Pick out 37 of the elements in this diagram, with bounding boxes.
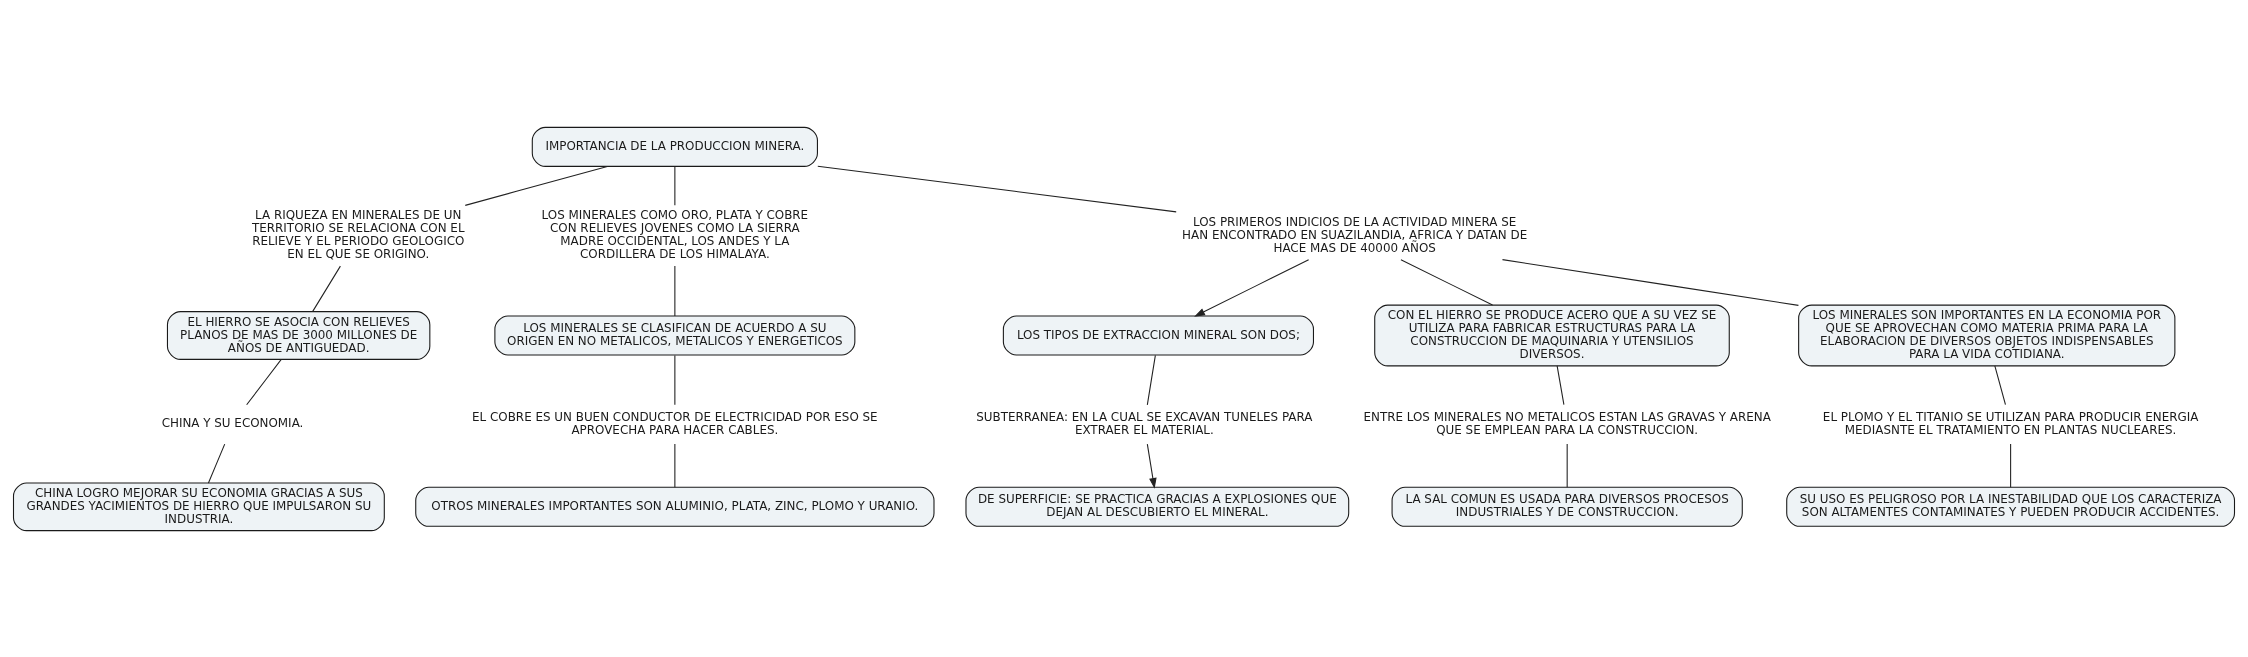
node-box: LA SAL COMUN ES USADA PARA DIVERSOS PROCESOS INDUSTRIALES Y DE CONSTRUCCION. xyxy=(1391,486,1743,527)
node-text: ENTRE LOS MINERALES NO METALICOS ESTAN LAS GRAVAS Y ARENA QUE SE EMPLEAN PARA LA CONSTRUCCION. xyxy=(1363,409,1771,437)
node-box: DE SUPERFICIE: SE PRACTICA GRACIAS A EXPLOSIONES QUE DEJAN AL DESCUBIERTO EL MINERAL. xyxy=(965,486,1350,527)
connector xyxy=(1566,443,1568,488)
connector xyxy=(1994,364,2006,405)
connector xyxy=(674,165,676,206)
connector xyxy=(674,265,676,316)
node-text: LA RIQUEZA EN MINERALES DE UN TERRITORIO SE RELACIONA CON EL RELIEVE Y EL PERIODO GEOLOGICO EN EL QUE SE ORIGINO. xyxy=(252,207,465,261)
node-text: LOS MINERALES COMO ORO, PLATA Y COBRE CON RELIEVES JOVENES COMO LA SIERRA MADRE OCCIDENTAL, LOS ANDES Y LA CORDILLERA DE LOS HIMALAYA. xyxy=(541,207,809,261)
connector xyxy=(207,443,226,483)
node-text: SUBTERRANEA: EN LA CUAL SE EXCAVAN TUNELES PARA EXTRAER EL MATERIAL. xyxy=(976,409,1313,437)
node-box: SU USO ES PELIGROSO POR LA INESTABILIDAD QUE LOS CARACTERIZA SON ALTAMENTES CONTAMINATES Y PUEDEN PRODUCIR ACCIDENTES. xyxy=(1786,486,2236,527)
connector xyxy=(1501,258,1799,306)
node-box: CHINA LOGRO MEJORAR SU ECONOMIA GRACIAS A SUS GRANDES YACIMIENTOS DE HIERRO QUE IMPULSARON SU INDUSTRIA. xyxy=(12,481,385,531)
node-box: OTROS MINERALES IMPORTANTES SON ALUMINIO, PLATA, ZINC, PLOMO Y URANIO. xyxy=(415,486,935,527)
node-text: LOS PRIMEROS INDICIOS DE LA ACTIVIDAD MINERA SE HAN ENCONTRADO EN SUAZILANDIA, AFRICA Y DATAN DE HACE MAS DE 40000 AÑOS xyxy=(1182,214,1528,255)
node-box: LOS MINERALES SE CLASIFICAN DE ACUERDO A SU ORIGEN EN NO METALICOS, METALICOS Y ENERGETICOS xyxy=(494,314,856,356)
node-box: CON EL HIERRO SE PRODUCE ACERO QUE A SU VEZ SE UTILIZA PARA FABRICAR ESTRUCTURAS PARA LA CONSTRUCCION DE MAQUINARIA Y UTENSILIOS DIVERSOS. xyxy=(1374,304,1730,366)
connector xyxy=(312,265,341,312)
node-text: CHINA Y SU ECONOMIA. xyxy=(161,415,304,430)
connector xyxy=(1146,354,1156,405)
connector xyxy=(464,165,608,206)
connector xyxy=(674,443,676,488)
node-box: LOS TIPOS DE EXTRACCION MINERAL SON DOS; xyxy=(1002,314,1314,356)
node-box: LOS MINERALES SON IMPORTANTES EN LA ECONOMIA POR QUE SE APROVECHAN COMO MATERIA PRIMA PARA LA ELABORACION DE DIVERSOS OBJETOS INDISPENSABLES PARA LA VIDA COTIDIANA. xyxy=(1798,304,2176,366)
connector xyxy=(1556,364,1565,405)
node-text: EL COBRE ES UN BUEN CONDUCTOR DE ELECTRICIDAD POR ESO SE APROVECHA PARA HACER CABLES. xyxy=(472,409,878,437)
connector xyxy=(674,354,676,405)
connector xyxy=(246,358,282,405)
arrow xyxy=(1194,258,1310,317)
connector xyxy=(2010,443,2012,488)
connector xyxy=(817,165,1177,212)
node-box: IMPORTANCIA DE LA PRODUCCION MINERA. xyxy=(531,126,818,167)
connector xyxy=(1400,258,1494,306)
arrow xyxy=(1146,443,1157,489)
node-text: EL PLOMO Y EL TITANIO SE UTILIZAN PARA PRODUCIR ENERGIA MEDIASNTE EL TRATAMIENTO EN PLANTAS NUCLEARES. xyxy=(1822,409,2199,437)
node-box: EL HIERRO SE ASOCIA CON RELIEVES PLANOS DE MAS DE 3000 MILLONES DE AÑOS DE ANTIGUEDAD. xyxy=(166,310,431,360)
